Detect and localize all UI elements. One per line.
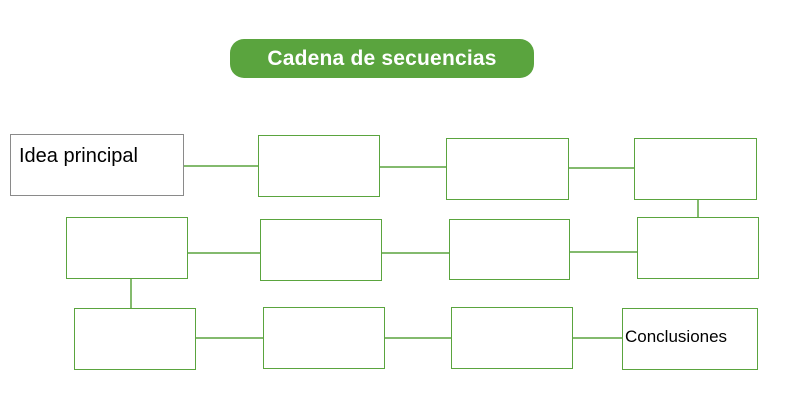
box-idea-principal: Idea principal bbox=[10, 134, 184, 196]
box-row3-3 bbox=[451, 307, 573, 369]
box-label-start: Idea principal bbox=[19, 145, 138, 167]
diagram-title: Cadena de secuencias bbox=[230, 39, 534, 78]
box-row2-3 bbox=[449, 219, 570, 280]
box-row3-2 bbox=[263, 307, 385, 369]
box-row2-2 bbox=[260, 219, 382, 281]
box-row1-4 bbox=[634, 138, 757, 200]
box-label-end: Conclusiones bbox=[625, 327, 728, 346]
box-row2-1 bbox=[66, 217, 188, 279]
box-row2-4 bbox=[637, 217, 759, 279]
box-row3-1 bbox=[74, 308, 196, 370]
box-row1-2 bbox=[258, 135, 380, 197]
box-conclusiones: Conclusiones bbox=[622, 308, 758, 370]
box-row1-3 bbox=[446, 138, 569, 200]
